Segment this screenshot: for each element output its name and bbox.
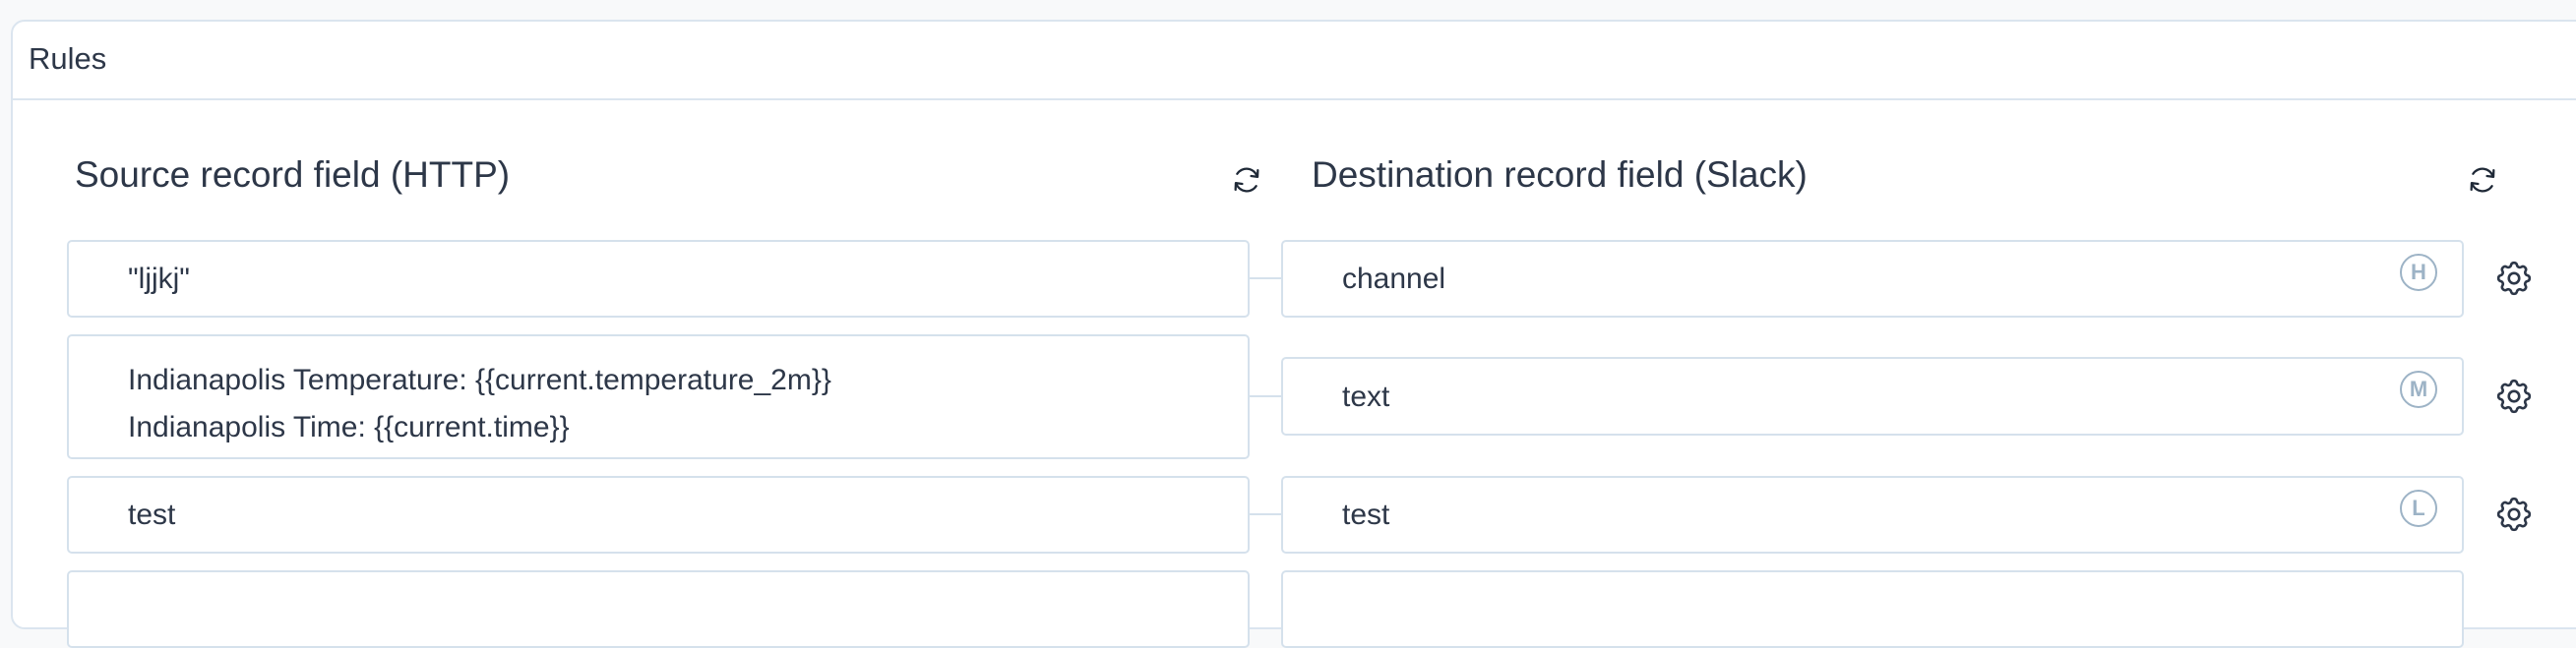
source-refresh-button[interactable] xyxy=(1229,162,1264,198)
destination-field[interactable] xyxy=(1281,570,2464,648)
destination-refresh-button[interactable] xyxy=(2465,162,2500,198)
rule-settings-button[interactable] xyxy=(2492,257,2536,300)
gear-icon xyxy=(2496,379,2532,414)
priority-badge: H xyxy=(2400,254,2437,291)
destination-field-value: test xyxy=(1342,499,1390,531)
destination-field[interactable]: text M xyxy=(1281,357,2464,436)
source-field-line: Indianapolis Temperature: {{current.temp… xyxy=(128,364,831,396)
priority-badge: M xyxy=(2400,371,2437,408)
source-field[interactable] xyxy=(67,570,1250,648)
destination-field-value: channel xyxy=(1342,263,1446,295)
source-field[interactable]: Indianapolis Temperature: {{current.temp… xyxy=(67,334,1250,459)
rule-settings-button[interactable] xyxy=(2492,493,2536,536)
rule-connector xyxy=(1250,513,1282,515)
source-field[interactable]: test xyxy=(67,476,1250,554)
destination-field-value: text xyxy=(1342,381,1390,413)
refresh-icon xyxy=(2470,167,2495,193)
destination-field[interactable]: channel H xyxy=(1281,240,2464,318)
gear-icon xyxy=(2496,261,2532,296)
source-field-value: test xyxy=(128,499,176,531)
source-column-heading: Source record field (HTTP) xyxy=(75,154,511,195)
rule-connector xyxy=(1250,395,1282,397)
rule-settings-button[interactable] xyxy=(2492,375,2536,418)
gear-icon xyxy=(2496,497,2532,532)
source-field-line: Indianapolis Time: {{current.time}} xyxy=(128,411,570,443)
card-header: Rules xyxy=(13,22,2576,100)
rule-connector xyxy=(1250,277,1282,279)
source-field-value: "ljjkj" xyxy=(128,263,190,295)
priority-badge: L xyxy=(2400,490,2437,527)
destination-column-heading: Destination record field (Slack) xyxy=(1312,154,1808,195)
destination-field[interactable]: test L xyxy=(1281,476,2464,554)
source-field[interactable]: "ljjkj" xyxy=(67,240,1250,318)
refresh-icon xyxy=(1234,167,1259,193)
card-title: Rules xyxy=(29,41,107,76)
